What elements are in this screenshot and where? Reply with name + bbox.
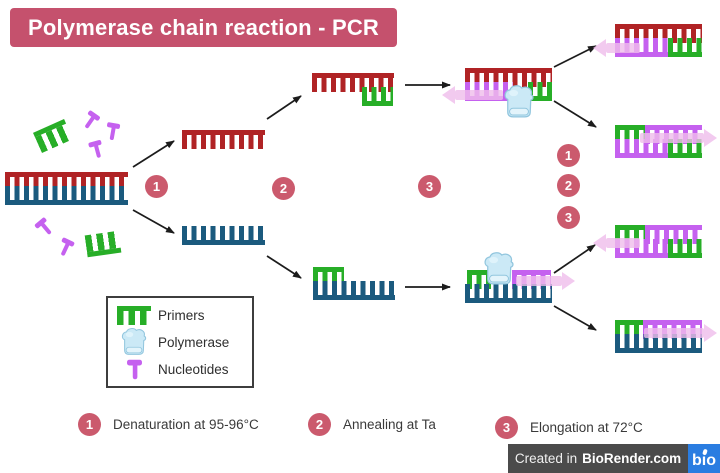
step-legend-3: 3 Elongation at 72°C (495, 416, 643, 439)
template-strand-blue (5, 186, 128, 205)
step-3-label: Elongation at 72°C (530, 420, 643, 435)
synthesis-arrow-left (593, 39, 640, 57)
arrow-anneal-bottom (266, 255, 302, 279)
arrow-product-1 (553, 45, 597, 68)
cycle-marker-1: 1 (557, 144, 580, 167)
arrow-product-3 (553, 244, 596, 274)
step-2-number: 2 (315, 417, 324, 432)
step-3-number: 3 (502, 420, 511, 435)
step-legend-2: 2 Annealing at Ta (308, 413, 436, 436)
polymerase-icon (484, 252, 514, 285)
product-strand-purple (615, 139, 668, 158)
title-banner: Polymerase chain reaction - PCR (10, 8, 397, 47)
primer-molecule (84, 230, 122, 258)
product-primer (668, 239, 702, 258)
legend-item-polymerase: Polymerase (110, 328, 250, 356)
arrow-product-2 (553, 100, 597, 128)
step-marker-1-number: 1 (152, 179, 161, 194)
polymerase-icon (504, 85, 534, 118)
arrow-anneal-top (266, 95, 302, 120)
cycle-marker-3-number: 3 (564, 210, 573, 225)
step-1-number: 1 (85, 417, 94, 432)
cycle-marker-1-number: 1 (564, 148, 573, 163)
synthesis-arrow-left (593, 234, 640, 252)
legend-label: Polymerase (158, 334, 230, 350)
product-strand-blue (615, 334, 702, 353)
primer-icon (110, 305, 158, 325)
badge-text: Created in BioRender.com (508, 444, 688, 473)
badge-brand: BioRender.com (582, 451, 682, 466)
denatured-strand-blue (182, 226, 265, 245)
step-1-circle: 1 (78, 413, 101, 436)
bound-primer (528, 82, 552, 101)
legend-item-nucleotides: Nucleotides (110, 356, 250, 382)
synthesis-arrow-right (640, 129, 717, 147)
annealed-strand-blue (313, 281, 395, 300)
polymerase-icon (110, 327, 158, 357)
step-2-label: Annealing at Ta (343, 417, 436, 432)
step-marker-1: 1 (145, 175, 168, 198)
step-1-label: Denaturation at 95-96°C (113, 417, 259, 432)
badge-prefix: Created in (514, 451, 578, 466)
step-marker-2: 2 (272, 177, 295, 200)
step-2-circle: 2 (308, 413, 331, 436)
step-marker-2-number: 2 (279, 181, 288, 196)
step-3-circle: 3 (495, 416, 518, 439)
cycle-marker-2: 2 (557, 174, 580, 197)
logo-text: bıo (692, 452, 716, 469)
synthesis-arrow-left (442, 86, 503, 104)
biorender-badge: Created in BioRender.com bıo (508, 444, 720, 473)
nucleotide-icon (110, 359, 158, 379)
step-legend-1: 1 Denaturation at 95-96°C (78, 413, 259, 436)
legend-label: Primers (158, 307, 205, 323)
cycle-marker-3: 3 (557, 206, 580, 229)
synthesis-arrow-right (516, 272, 575, 290)
step-marker-3-number: 3 (425, 179, 434, 194)
legend-box: Primers Polymerase Nucleotides (106, 296, 254, 388)
biorender-logo: bıo (688, 444, 720, 473)
arrow-denature-top (132, 140, 175, 168)
legend-label: Nucleotides (158, 361, 229, 377)
step-marker-3: 3 (418, 175, 441, 198)
product-primer (668, 139, 702, 158)
denatured-strand-red (182, 130, 265, 149)
synthesis-arrow-right (644, 324, 717, 342)
elongation-template-blue (465, 284, 552, 303)
arrow-denature-bottom (132, 209, 175, 234)
page-title: Polymerase chain reaction - PCR (28, 14, 379, 40)
arrow-product-4 (553, 305, 597, 331)
cycle-marker-2-number: 2 (564, 178, 573, 193)
product-primer (668, 38, 702, 57)
legend-item-primers: Primers (110, 302, 250, 328)
annealed-primer (362, 87, 393, 106)
